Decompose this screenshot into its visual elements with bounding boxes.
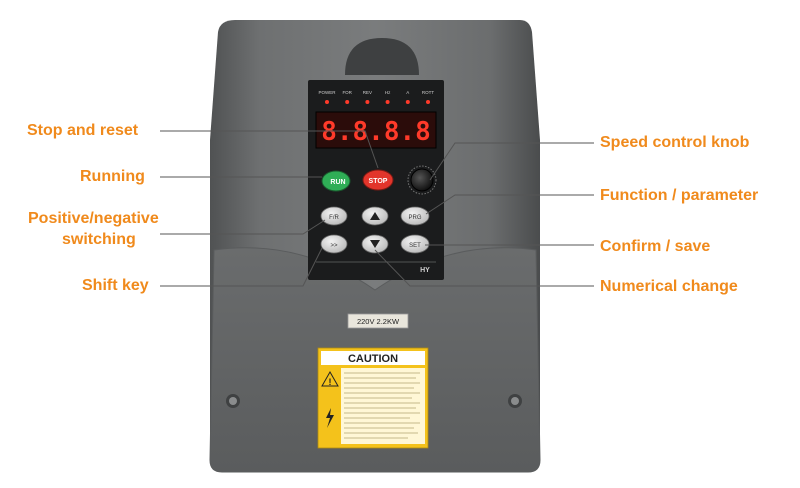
indicator-label-0: POWER [318, 90, 336, 95]
indicator-label-1: FOR [342, 90, 352, 95]
screw-right [508, 394, 522, 408]
run-button-label: RUN [330, 179, 345, 186]
leader-shift [160, 247, 323, 287]
down-arrow-icon [370, 240, 380, 248]
led-digits: 8.8.8.8 [321, 117, 431, 147]
label-stop-reset: Stop and reset [27, 122, 139, 139]
lightning-icon [326, 408, 334, 428]
leader-function [425, 194, 594, 215]
up-arrow-icon [370, 212, 380, 220]
leader-numerical [374, 249, 594, 287]
stop-button[interactable]: STOP [362, 169, 394, 191]
indicator-leds [325, 100, 430, 104]
up-button[interactable] [361, 206, 389, 226]
indicator-led-1 [345, 100, 350, 104]
fwd-rev-button[interactable]: F/R [320, 206, 348, 226]
label-numerical-change: Numerical change [600, 278, 738, 295]
label-running: Running [80, 168, 145, 185]
warning-exclamation-icon: ! [329, 377, 332, 387]
indicator-led-4 [405, 100, 410, 104]
rating-plate: 220V 2.2KW [357, 317, 400, 326]
stop-button-label: STOP [369, 178, 388, 185]
label-pos-neg-line1: Positive/negative [28, 210, 159, 227]
indicator-led-5 [426, 100, 430, 104]
indicator-label-4: A [406, 90, 409, 95]
label-confirm-save: Confirm / save [600, 238, 711, 255]
led-display [315, 111, 437, 149]
speed-control-knob[interactable] [407, 165, 437, 195]
indicator-led-3 [385, 100, 390, 104]
fwd-rev-button-label: F/R [329, 215, 339, 221]
caution-title: CAUTION [348, 353, 398, 365]
set-button[interactable]: SET [400, 234, 430, 254]
program-button[interactable]: PRG [400, 206, 430, 226]
run-button[interactable]: RUN [321, 170, 351, 192]
shift-button-label: >> [330, 243, 338, 249]
indicator-labels: POWER FOR REV Hz A ROTT [318, 90, 434, 95]
label-pos-neg-line2: switching [62, 231, 136, 248]
rating-plate-bg [347, 313, 409, 329]
top-notch [345, 38, 419, 75]
indicator-label-2: REV [363, 90, 372, 95]
caution-sticker: CAUTION ! [317, 347, 429, 449]
indicator-led-2 [365, 100, 370, 104]
down-button[interactable] [361, 234, 389, 254]
leader-lines [160, 130, 594, 287]
leader-posneg [160, 219, 326, 235]
brand-logo: HY [420, 267, 430, 274]
shift-button[interactable]: >> [320, 234, 348, 254]
label-speed-knob: Speed control knob [600, 134, 750, 151]
warning-triangle-icon [321, 370, 339, 387]
leader-stop [160, 130, 379, 169]
label-shift-key: Shift key [82, 277, 149, 294]
indicator-label-3: Hz [385, 90, 391, 95]
program-button-label: PRG [408, 215, 421, 221]
indicator-label-5: ROTT [422, 90, 434, 95]
set-button-label: SET [409, 243, 421, 249]
screw-left [226, 394, 240, 408]
indicator-led-0 [325, 100, 329, 104]
label-function-param: Function / parameter [600, 187, 759, 204]
leader-knob [429, 142, 594, 181]
